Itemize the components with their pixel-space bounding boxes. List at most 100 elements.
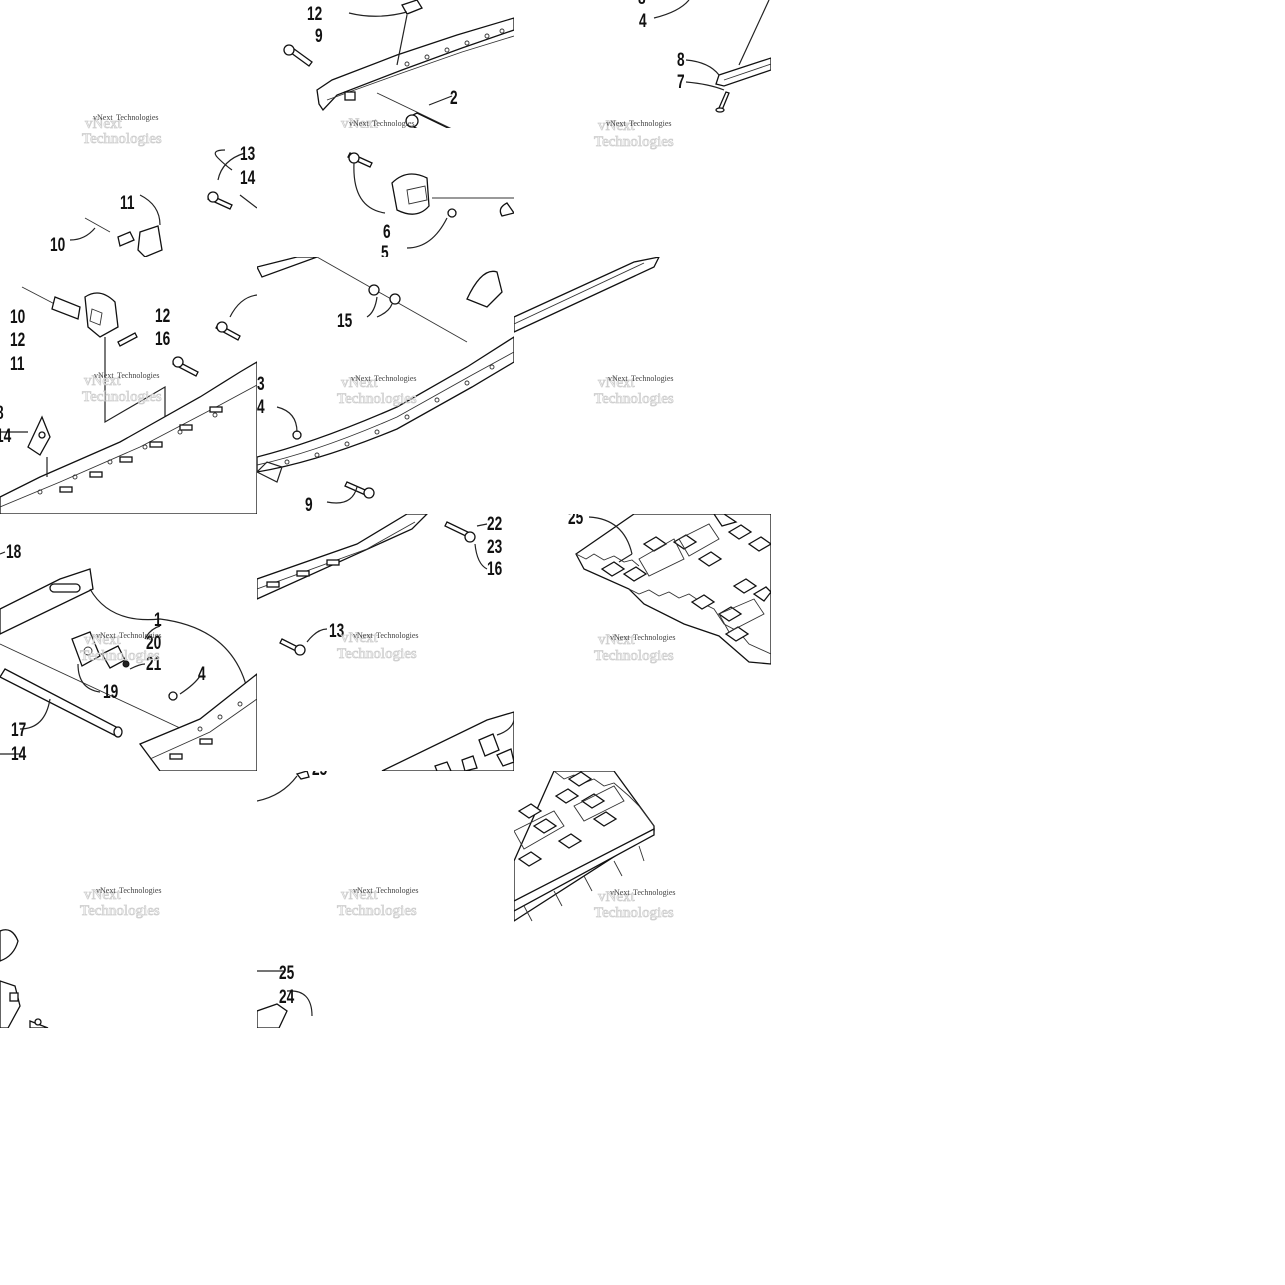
svg-text:Technologies: Technologies xyxy=(82,389,162,405)
diagram-tile-r0c1-lower: 6 5 xyxy=(257,128,514,257)
svg-text:vNext: vNext xyxy=(85,116,122,132)
svg-text:vNext: vNext xyxy=(598,118,635,134)
svg-text:vNext: vNext xyxy=(341,887,378,903)
callout-number: 8 xyxy=(677,49,685,71)
watermark-text: vNext xyxy=(606,119,626,128)
watermark-text: vNext xyxy=(610,633,630,642)
watermark-text: Technologies xyxy=(374,374,417,383)
watermark-line2: Technologies xyxy=(372,119,415,128)
svg-text:Technologies: Technologies xyxy=(82,131,162,147)
diagram-tile-r3c2: vNext Technologies vNext Technologies xyxy=(514,771,771,1028)
watermark-text: Technologies xyxy=(629,119,672,128)
svg-text:vNext: vNext xyxy=(84,887,121,903)
callout-number: 5 xyxy=(381,242,389,257)
watermark: vNext Technologies vNext Technologies xyxy=(337,374,418,407)
svg-text:Technologies: Technologies xyxy=(80,903,160,919)
callout-number: 25 xyxy=(312,771,327,780)
watermark-text: vNext xyxy=(93,113,113,122)
callout-number: 25 xyxy=(568,514,583,529)
callout-number: 3 xyxy=(257,373,265,395)
track-lugs xyxy=(600,514,771,642)
callout-number: 4 xyxy=(198,663,206,685)
svg-text:Technologies: Technologies xyxy=(594,905,674,921)
diagram-tile-r1c0: 10 12 11 12 16 3 4 8 14 vNext Technologi… xyxy=(0,257,257,514)
callout-number: 25 xyxy=(279,962,294,984)
watermark: vNext Technologies vNext Technologies xyxy=(337,630,419,663)
svg-text:Technologies: Technologies xyxy=(594,648,674,664)
callout-number: 8 xyxy=(638,0,646,9)
svg-text:vNext: vNext xyxy=(84,373,121,389)
callout-number: 21 xyxy=(146,653,161,675)
callout-number: 1 xyxy=(154,609,162,631)
callout-number: 11 xyxy=(10,353,24,375)
callout-number: 16 xyxy=(487,558,502,580)
callout-number: 12 xyxy=(307,3,322,25)
svg-text:vNext: vNext xyxy=(341,375,378,391)
svg-text:Technologies: Technologies xyxy=(594,134,674,150)
watermark: vNext Technologies vNext Technologies xyxy=(594,118,675,151)
callout-number: 12 xyxy=(10,329,25,351)
svg-text:vNext: vNext xyxy=(598,375,635,391)
svg-text:vNext: vNext xyxy=(598,889,635,905)
watermark-text: vNext xyxy=(94,371,114,380)
watermark-text: Technologies xyxy=(376,886,419,895)
callout-number: 8 xyxy=(0,402,4,424)
callout-labels: 12 9 2 xyxy=(307,3,458,109)
watermark-line1: vNext xyxy=(349,119,369,128)
watermark: vNext Technologies vNext Technologies xyxy=(82,371,163,405)
watermark: vNext Technologies vNext Technologies xyxy=(594,888,676,921)
callout-number: 10 xyxy=(10,306,25,328)
callout-number: 9 xyxy=(305,494,313,514)
diagram-tile-r3c1: 25 25 24 vNext Technologies vNext Techno… xyxy=(257,771,514,1028)
parts-diagram-tile-grid: 12 9 2 vNext Technologies vNext Technolo… xyxy=(0,0,771,1028)
watermark: vNext Technologies vNext Technologies xyxy=(80,631,162,664)
callout-number: 13 xyxy=(240,143,255,165)
callout-number: 11 xyxy=(120,192,134,214)
callout-number: 6 xyxy=(383,221,391,243)
diagram-tile-r2c0: 18 1 20 21 19 4 17 14 vNext Technologies… xyxy=(0,514,257,771)
svg-text:Technologies: Technologies xyxy=(594,391,674,407)
svg-text:vNext: vNext xyxy=(598,632,635,648)
callout-labels: 13 14 11 10 xyxy=(50,143,256,256)
diagram-tile-r2c1-lower xyxy=(257,700,514,771)
watermark-text: Technologies xyxy=(119,886,162,895)
diagram-tile-r1c1: 15 3 4 9 vNext Technologies vNext Techno… xyxy=(257,257,514,514)
callout-labels: 10 12 11 12 16 3 4 8 14 xyxy=(0,305,170,447)
watermark: vNext Technologies vNext Technologies xyxy=(594,374,675,407)
callout-number: 22 xyxy=(487,514,502,535)
callout-number: 14 xyxy=(11,743,27,765)
svg-text:Technologies: Technologies xyxy=(337,391,417,407)
callout-number: 23 xyxy=(487,536,502,558)
callout-labels: 15 3 4 9 xyxy=(257,310,352,514)
callout-number: 12 xyxy=(155,305,170,327)
watermark-text: Technologies xyxy=(376,631,419,640)
callout-number: 14 xyxy=(240,167,256,189)
track-lugs xyxy=(517,771,618,867)
callout-number: 2 xyxy=(450,87,458,109)
svg-text:vNext: vNext xyxy=(341,630,378,646)
watermark-text: vNext xyxy=(351,374,371,383)
svg-text:Technologies: Technologies xyxy=(80,648,160,664)
callout-labels: 18 1 20 21 19 4 17 14 xyxy=(6,541,206,765)
watermark: vNext Technologies vNext Technologies xyxy=(80,886,162,919)
watermark-text: vNext xyxy=(610,888,630,897)
watermark-text: Technologies xyxy=(117,371,160,380)
callout-labels: 25 25 24 xyxy=(279,771,327,1008)
callout-number: 16 xyxy=(155,328,170,350)
callout-number: 19 xyxy=(103,681,118,703)
watermark-text: Technologies xyxy=(633,633,676,642)
callout-number: 4 xyxy=(257,396,265,418)
callout-number: 14 xyxy=(0,425,12,447)
svg-text:Technologies: Technologies xyxy=(337,646,417,662)
diagram-tile-r3c0: vNext Technologies vNext Technologies xyxy=(0,771,257,1028)
callout-number: 10 xyxy=(50,234,65,256)
callout-number: 15 xyxy=(337,310,352,332)
callout-labels: 6 5 xyxy=(381,221,391,257)
callout-number: 18 xyxy=(6,541,21,563)
callout-number: 13 xyxy=(329,620,344,642)
watermark: vNext Technologies vNext Technologies xyxy=(594,632,676,665)
watermark-text: Technologies xyxy=(633,888,676,897)
callout-labels: 8 4 8 7 xyxy=(638,0,685,93)
watermark-text: Technologies xyxy=(116,113,159,122)
watermark-text: Technologies xyxy=(119,631,162,640)
